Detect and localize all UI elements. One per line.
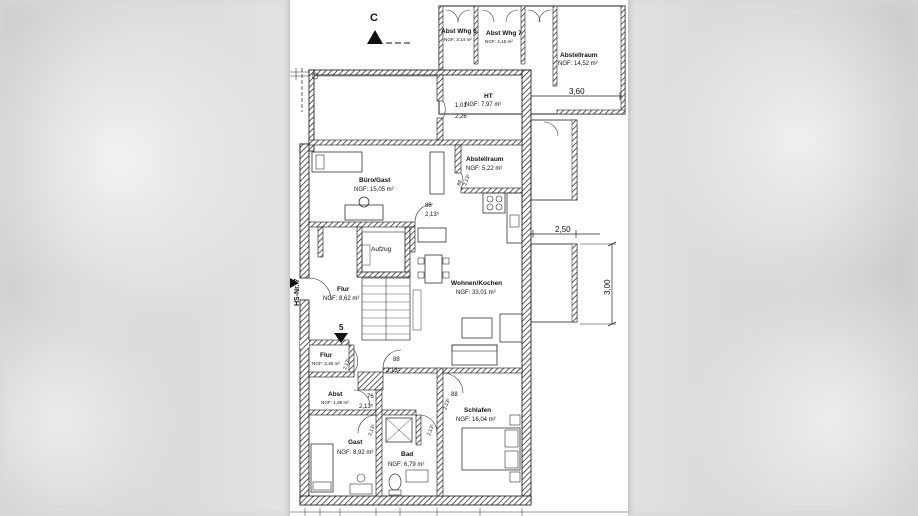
upper-storage-block [438, 5, 626, 115]
house-number-label: HS-Nr. 7 [294, 279, 301, 306]
room-name-gast: Gast [348, 439, 363, 446]
room-area-gast: NGF: 8,92 m² [337, 450, 373, 456]
section-marker-c: C [367, 12, 412, 44]
room-area-flur1: NGF: 8,62 m² [323, 296, 359, 302]
schlafen-furniture [461, 414, 521, 483]
room-name-flur1: Flur [337, 286, 350, 293]
bad-furniture [385, 417, 429, 496]
entrance-arrow-icon [290, 278, 299, 288]
room-area-flur2: NGF: 3,45 m² [312, 361, 340, 366]
dimension-250: 2,50 [531, 225, 600, 238]
gast-furniture [310, 443, 373, 495]
dim-door-213g: 2,13⁵ [342, 358, 352, 371]
room-name-wohnen: Wohnen/Kochen [451, 280, 502, 287]
staircase [361, 277, 422, 341]
dim-door-213d: 2,13⁵ [359, 403, 374, 410]
room-name-abst: Abst [328, 391, 343, 398]
dimension-360: 3,60 [528, 87, 622, 100]
room-name-abstellraum: Abstellraum [466, 156, 504, 163]
dim-door-213e: 2,13⁵ [442, 398, 452, 411]
dim-300: 3,00 [603, 279, 612, 295]
room-name-abst-whg6: Abst Whg 6 [441, 28, 477, 35]
dim-door-88d: 88 [451, 392, 458, 398]
dim-door-88a: 88 [425, 203, 432, 209]
dim-door-213h: 2,13⁵ [426, 424, 436, 437]
room-name-schlafen: Schlafen [464, 407, 491, 414]
buero-furniture [311, 151, 445, 221]
dim-250: 2,50 [555, 225, 571, 234]
room-area-abst-whg6: NGF: 3,14 m² [444, 37, 472, 42]
outer-walls [299, 69, 532, 506]
room-area-buero: NGF: 15,05 m² [354, 187, 394, 193]
interior-walls [300, 74, 523, 497]
section-label-c: C [370, 12, 378, 24]
bottom-axis [290, 508, 628, 516]
plan-sheet [290, 0, 628, 516]
room-name-aufzug: Aufzug [371, 246, 392, 253]
dim-360: 3,60 [569, 87, 585, 96]
room-name-flur2: Flur [320, 352, 333, 359]
room-area-ht: NGF: 7,97 m² [465, 102, 501, 108]
dim-door-88b: 88 [456, 179, 464, 186]
dim-door-88c: 88 [393, 357, 400, 363]
kitchen-furniture [417, 192, 523, 366]
room-area-abstellraum: NGF: 5,22 m² [466, 166, 502, 172]
dim-door-213f: 2,13⁵ [367, 424, 377, 437]
dim-door-213b: 2,13⁵ [462, 174, 472, 187]
room-area-bad: NGF: 6,79 m² [388, 462, 424, 468]
dim-door-76: 76 [367, 394, 374, 400]
dim-door-213a: 2,13⁵ [425, 211, 440, 218]
room-area-schlafen: NGF: 16,04 m² [456, 417, 496, 423]
room-area-abst: NGF: 1,96 m² [321, 400, 349, 405]
dimension-300: 3,00 [580, 241, 617, 327]
section-arrow-down-icon [334, 333, 348, 343]
dim-door-213c: 2,13⁵ [386, 367, 401, 374]
dim-door-101: 1,01 [455, 103, 467, 109]
room-name-ht: HT [484, 93, 493, 100]
room-name-bad: Bad [401, 451, 413, 458]
section-arrow-up-icon [367, 30, 383, 44]
room-area-abstellraum-ext: NGF: 14,52 m² [558, 61, 598, 67]
room-name-abst-whg7: Abst Whg 7 [486, 30, 522, 37]
aufzug-shaft [361, 231, 406, 273]
room-area-wohnen: NGF: 33,01 m² [456, 290, 496, 296]
room-name-abstellraum-ext: Abstellraum [560, 52, 598, 59]
section-label-5: 5 [339, 323, 344, 332]
room-name-buero: Büro/Gast [359, 177, 391, 184]
dim-door-226: 2,26 [455, 114, 467, 120]
balcony-boxes [530, 119, 578, 323]
room-area-abst-whg7: NGF: 4,15 m² [485, 39, 513, 44]
